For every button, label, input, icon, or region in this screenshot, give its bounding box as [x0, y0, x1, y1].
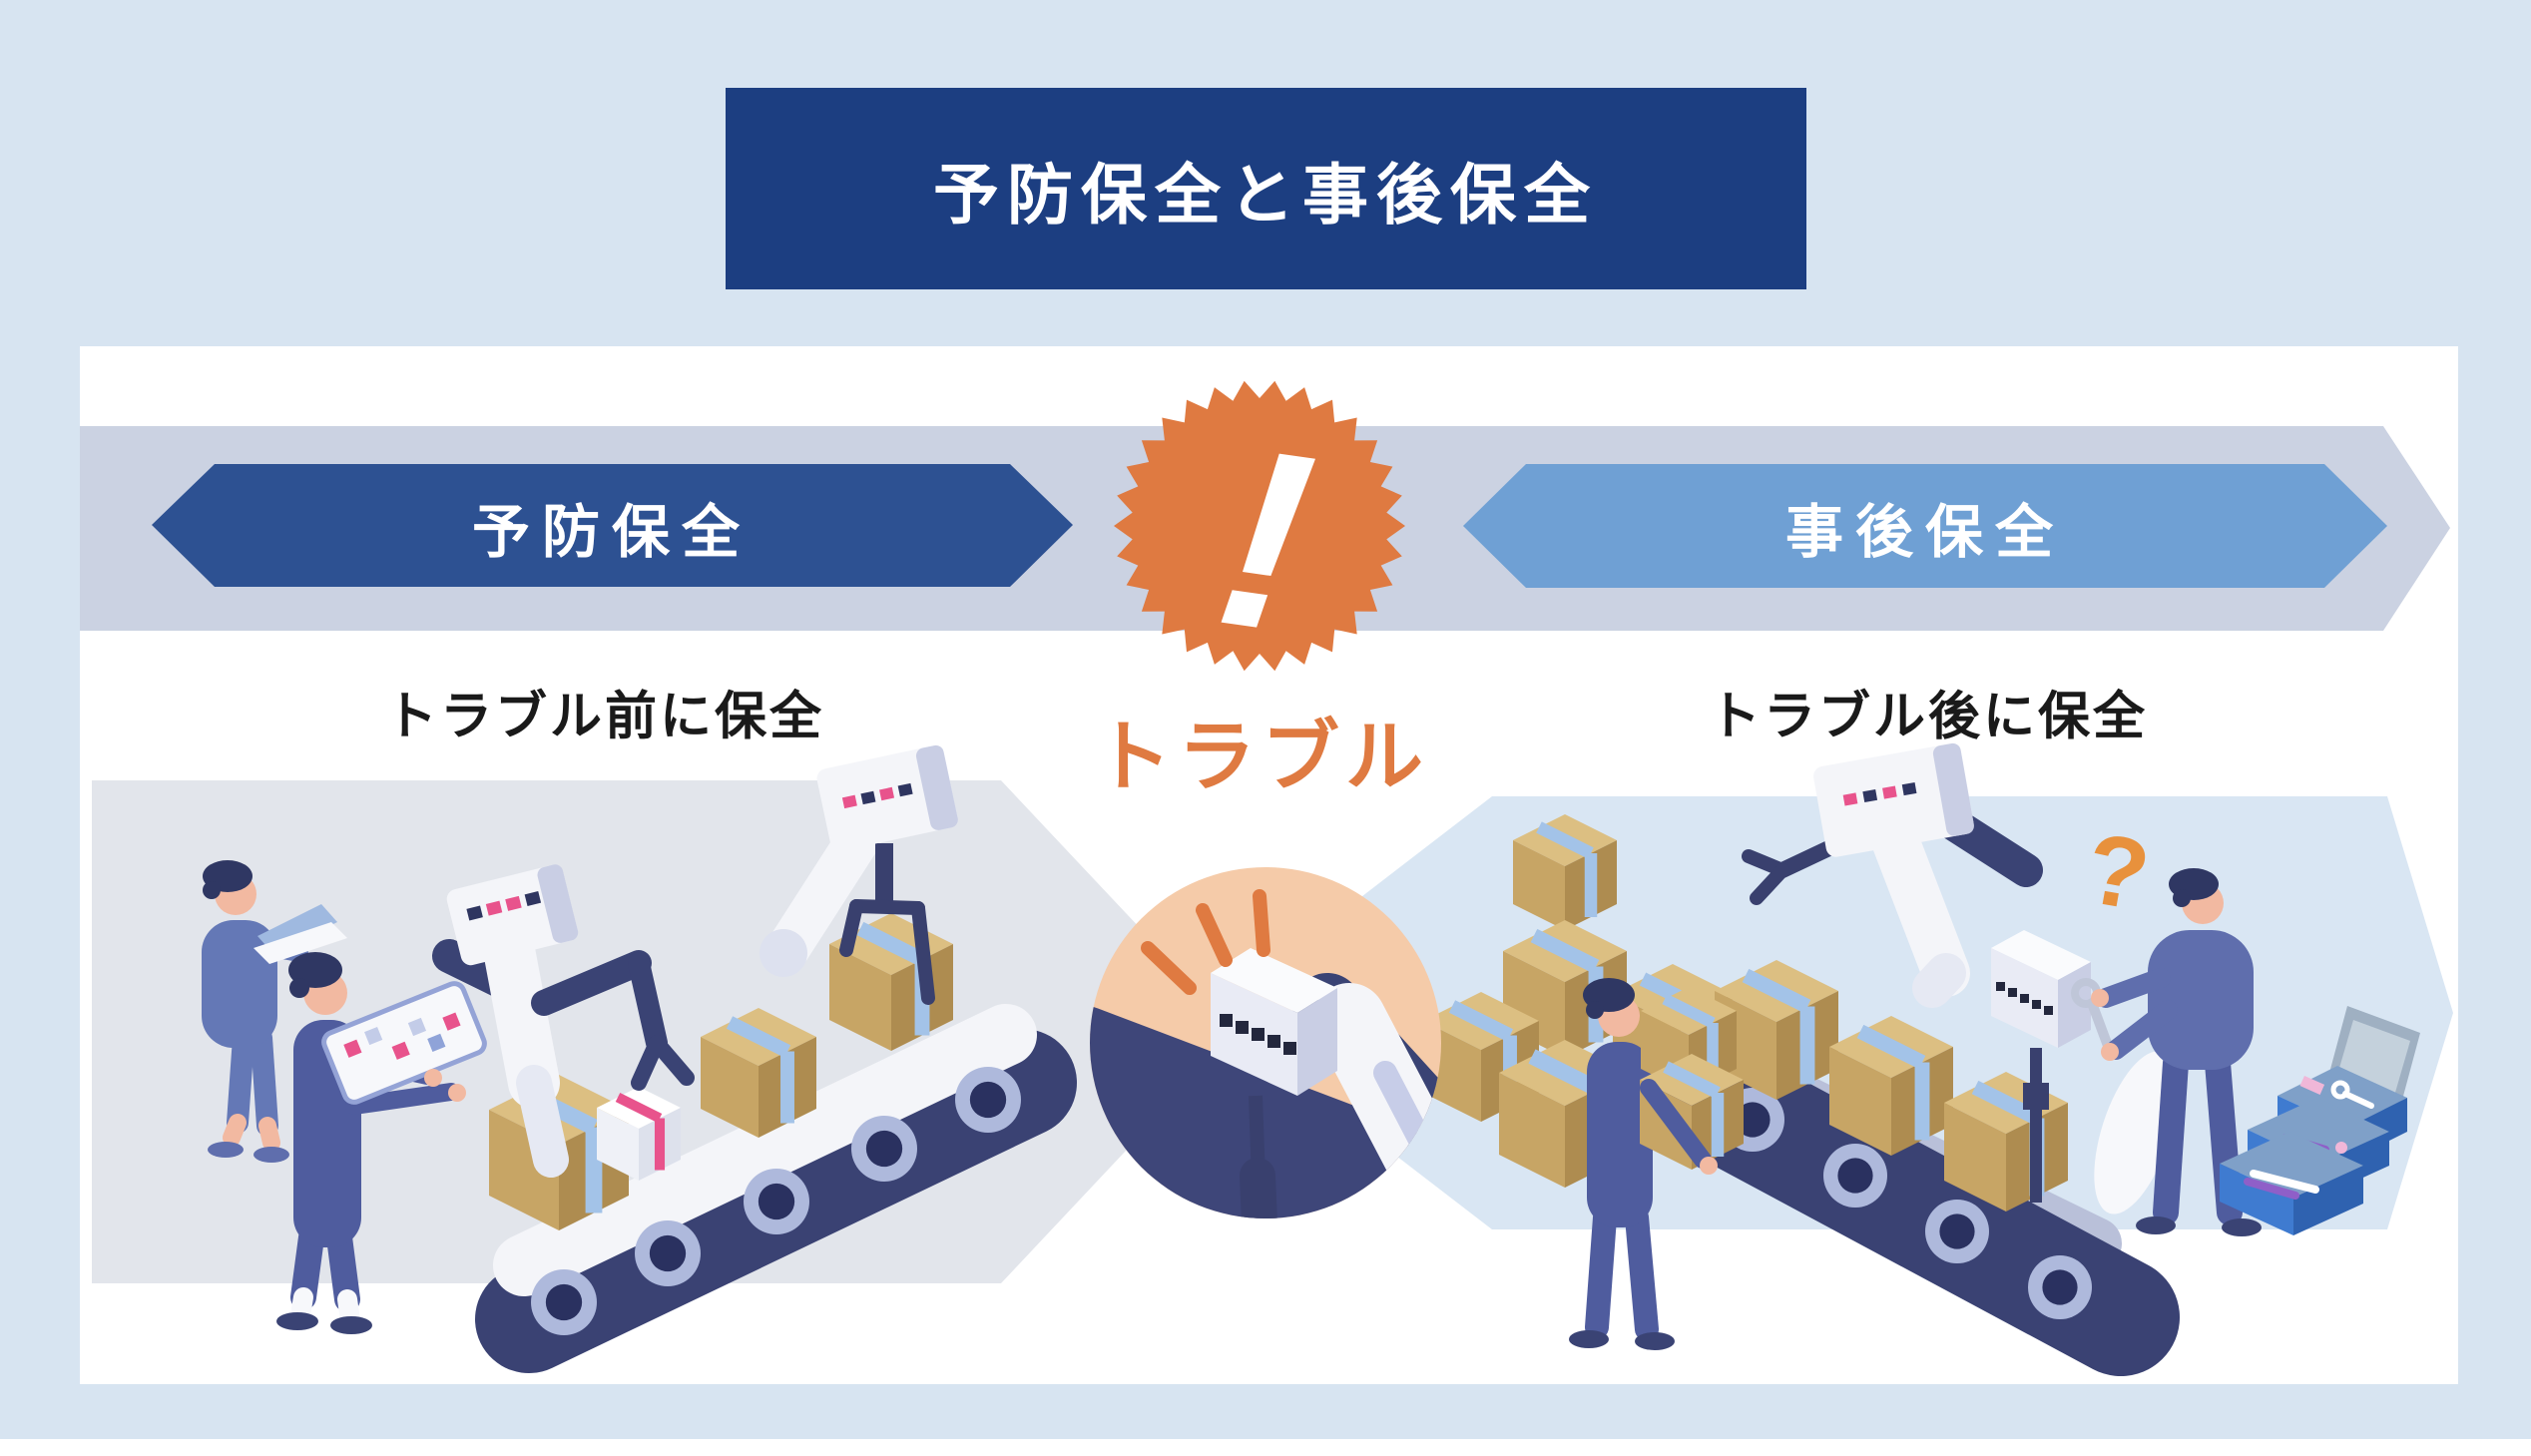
worker-carrying-boxes [1569, 978, 1744, 1350]
right-scene-caption: トラブル後に保全 [1708, 688, 2149, 746]
alert-lines-icon [1141, 889, 1270, 995]
preventive-arrow [152, 464, 1073, 587]
conveyor-belt-left [475, 1004, 1077, 1373]
trouble-badge: ! [1114, 380, 1405, 688]
preventive-scene [202, 744, 1077, 1373]
left-scene-caption: トラブル前に保全 [384, 688, 825, 746]
toolbox-icon [2220, 1006, 2420, 1235]
man-with-tablet [276, 952, 487, 1334]
title-banner [726, 88, 1806, 289]
cardboard-box [1715, 960, 1838, 1100]
corrective-arrow [1463, 464, 2387, 588]
laptop-icon [253, 904, 347, 964]
robot-head [1813, 742, 1974, 857]
woman-with-laptop [202, 860, 347, 1163]
cloth [2094, 1051, 2178, 1214]
starburst-icon [1114, 380, 1405, 672]
gift-box [597, 1087, 681, 1181]
corrective-arrow-label: 事後保全 [1784, 500, 2066, 565]
trouble-label: トラブル [1093, 713, 1430, 800]
robot-head [816, 744, 958, 851]
cardboard-box [1513, 814, 1617, 930]
robot-head [446, 864, 579, 966]
robot-arm-left2-icon [759, 744, 958, 1005]
cardboard-box [1829, 1016, 1953, 1156]
cardboard-box [701, 1008, 816, 1138]
bottom-edge-strip [0, 1439, 2531, 1456]
corrective-scene: ? [1423, 742, 2420, 1376]
robot-arm-right-icon [1742, 742, 2043, 1008]
page-title: 予防保全と事後保全 [933, 158, 1598, 232]
robot-arm-left-icon [432, 864, 695, 1178]
sensor-icon [1211, 948, 1337, 1096]
tablet-icon [321, 981, 487, 1105]
preventive-arrow-label: 予防保全 [471, 500, 753, 565]
conveyor-rollers [531, 1067, 1021, 1335]
boxes-on-belt [489, 913, 953, 1230]
